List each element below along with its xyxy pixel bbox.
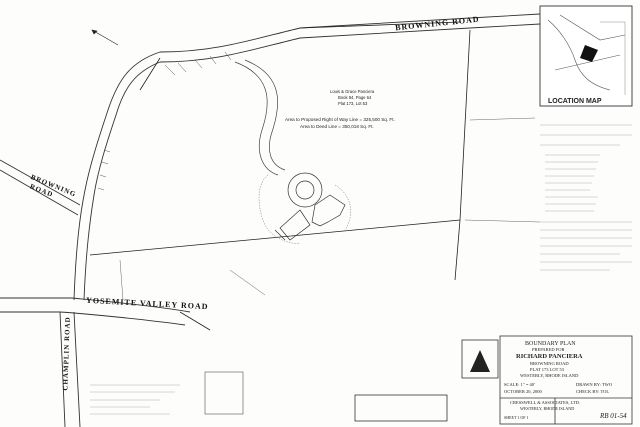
- title-sheet: SHEET 1 OF 1: [504, 415, 529, 420]
- property-boundary: [89, 21, 471, 331]
- browning-road-west-lines: [0, 159, 81, 216]
- title-check-by: CHECK BY: TOL: [576, 389, 610, 394]
- area-proposed: Area to Proposed Right of Way Line = 325…: [285, 117, 395, 122]
- firm-logo: [470, 350, 490, 372]
- title-client: RICHARD PANCIERA: [516, 353, 583, 360]
- notes-lines: [540, 124, 632, 271]
- house-and-circle: [274, 172, 346, 241]
- legend-lines: [90, 384, 180, 415]
- title-prepared-for: PREPARED FOR: [532, 347, 565, 352]
- tree-line: [258, 174, 351, 244]
- title-date: OCTOBER 20, 2000: [504, 389, 542, 394]
- area-deed: Area to Deed Line = 350,018 Sq. Ft.: [300, 124, 374, 129]
- title-drawn-by: DRAWN BY: TWO: [576, 382, 613, 387]
- title-road: BROWNING ROAD: [530, 361, 569, 366]
- browning-road-lines: [73, 13, 541, 301]
- location-map-title: LOCATION MAP: [548, 98, 602, 105]
- title-firm: CRESSWELL & ASSOCIATES, LTD.: [510, 400, 581, 405]
- stone-wall: [97, 51, 232, 191]
- title-firm-town: WESTERLY, RHODE ISLAND: [520, 406, 575, 411]
- owner-book-page: Book 84, Page 64: [338, 95, 372, 100]
- owner-name: Louis & Grace Panciera: [330, 89, 375, 94]
- title-scale: SCALE: 1" = 40': [504, 382, 535, 387]
- location-map-drawing: [539, 5, 633, 107]
- north-arrow: [91, 29, 119, 46]
- seal-box: [204, 371, 244, 415]
- champlin-road-lines: [59, 311, 81, 427]
- neighbor-lines: [119, 117, 541, 301]
- owner-plat-lot: Plat 173, Lot 53: [338, 101, 368, 106]
- title-town: WESTERLY, RHODE ISLAND: [520, 373, 579, 378]
- title-plan: BOUNDARY PLAN: [525, 341, 576, 347]
- title-block-frame: [354, 335, 633, 425]
- yosemite-valley-road-lines: [0, 297, 191, 326]
- title-plat-lot: PLAT 173 LOT 53: [530, 367, 564, 372]
- title-stamp: RB 01-54: [600, 412, 627, 420]
- driveway: [234, 59, 286, 176]
